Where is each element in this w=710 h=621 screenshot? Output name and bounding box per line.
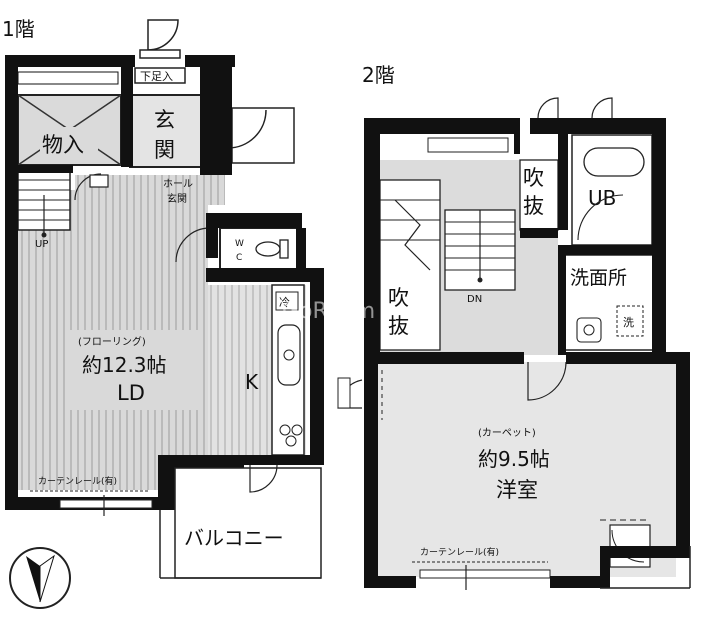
storage-label: 物入 <box>42 133 84 157</box>
north-arrow-icon <box>9 547 71 609</box>
side-closet <box>231 107 295 164</box>
shoe-cabinet-label: 下足入 <box>140 70 173 83</box>
sink-icon <box>277 324 301 386</box>
up-label: UP <box>35 239 48 250</box>
window-2 <box>419 569 551 579</box>
hall-label-2: 玄関 <box>167 192 187 205</box>
washroom: 洗面所 洗 <box>564 254 656 351</box>
shoe-cabinet <box>134 67 186 84</box>
wc-label-2: C <box>236 253 242 263</box>
front-door <box>147 19 179 51</box>
wc-label-1: W <box>235 239 244 249</box>
stove-icon <box>279 424 291 436</box>
hall-label-1: ホール <box>163 178 193 190</box>
void-left-1: 吹 <box>388 286 409 310</box>
balcony-label: バルコニー <box>184 526 284 550</box>
ld-name-label: LD <box>117 381 145 405</box>
wash-basin-icon <box>576 317 602 343</box>
bath-top-door <box>591 97 613 119</box>
bedroom-carpet-label: (カーペット) <box>478 427 536 439</box>
top-window <box>427 137 509 153</box>
entrance-label-1: 玄 <box>154 108 175 132</box>
storage: 物入 <box>17 94 122 166</box>
kitchen-label: K <box>245 370 259 394</box>
washer-label: 洗 <box>623 316 634 329</box>
window-1 <box>59 499 153 509</box>
curtain-rail-2-label: カーテンレール(有) <box>420 546 499 558</box>
floor-1: 1階 物入 玄 関 下足入 ホール 玄関 <box>2 17 324 609</box>
balcony: バルコニー <box>159 464 322 579</box>
void-upper-2: 抜 <box>523 194 544 218</box>
ld-size-label: 約12.3帖 <box>82 353 167 377</box>
floor-2-label: 2階 <box>362 63 395 87</box>
front-door-frame <box>139 49 181 59</box>
entrance-label-2: 関 <box>154 138 175 162</box>
ld-label-bg <box>70 330 198 410</box>
side-door <box>227 109 267 149</box>
fridge-label: 冷 <box>279 296 290 309</box>
void-left-2: 抜 <box>388 314 409 338</box>
floor-1-label: 1階 <box>2 17 35 41</box>
void-upper-1: 吹 <box>523 166 544 190</box>
void-door <box>537 97 559 119</box>
bedroom-door <box>527 361 567 401</box>
stair-up: UP <box>17 169 71 250</box>
floor-2-walls <box>364 118 690 588</box>
unit-bath: UB <box>571 134 653 246</box>
dn-label: DN <box>467 294 482 305</box>
watermark: GoRoom <box>282 299 375 324</box>
kitchen-counter: 冷 <box>271 284 305 456</box>
floor-2: 2階 DN 吹 抜 吹 抜 <box>337 63 691 590</box>
washroom-label: 洗面所 <box>570 267 627 289</box>
bedroom-name-label: 洋室 <box>496 478 538 502</box>
bedroom-size-label: 約9.5帖 <box>478 447 550 471</box>
balcony-door <box>249 464 278 493</box>
washer-space <box>616 305 644 337</box>
ld-door <box>74 173 102 201</box>
bathtub-icon <box>583 147 645 177</box>
ld-flooring-label: (フローリング) <box>78 335 146 348</box>
curtain-rail-1-label: カーテンレール(有) <box>38 475 117 487</box>
void-left <box>387 282 421 342</box>
wc-door <box>175 227 211 263</box>
